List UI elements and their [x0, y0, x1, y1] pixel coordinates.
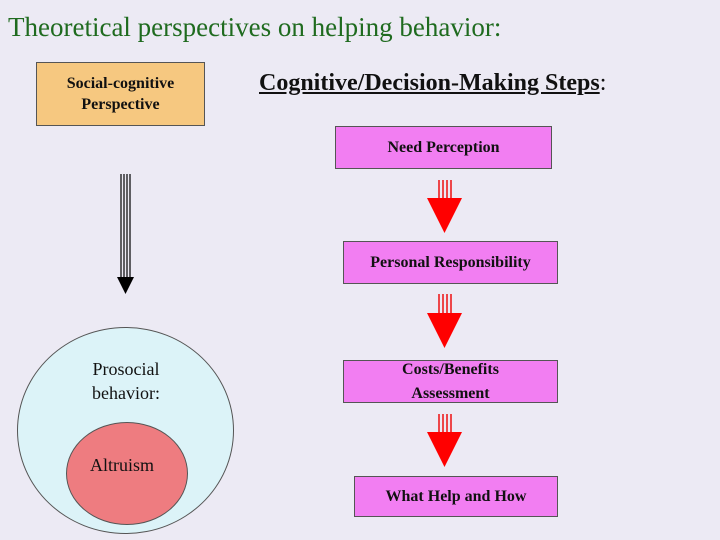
altruism-circle: [66, 422, 188, 525]
steps-heading: Cognitive/Decision-Making Steps:: [259, 70, 606, 97]
prosocial-behavior-label: Prosocial behavior:: [92, 359, 160, 403]
step-need-perception: Need Perception: [335, 126, 552, 169]
steps-heading-text: Cognitive/Decision-Making Steps: [259, 70, 600, 96]
slide-title: Theoretical perspectives on helping beha…: [8, 12, 502, 42]
red-arrow-3: [427, 414, 462, 467]
step-label: Personal Responsibility: [370, 253, 531, 271]
step-personal-responsibility: Personal Responsibility: [343, 241, 558, 284]
red-arrow-1: [427, 180, 462, 233]
altruism-label: Altruism: [90, 455, 155, 475]
step-label: Costs/Benefits Assessment: [402, 360, 499, 402]
black-down-arrow: [117, 174, 134, 294]
red-arrow-2: [427, 294, 462, 348]
step-what-help-and-how: What Help and How: [354, 476, 558, 517]
step-label: Need Perception: [387, 138, 500, 156]
social-cognitive-perspective-box: Social-cognitive Perspective: [36, 62, 205, 126]
step-label: What Help and How: [385, 487, 527, 505]
perspective-label: Social-cognitive Perspective: [66, 75, 175, 113]
steps-heading-colon: :: [599, 70, 607, 96]
step-costs-benefits-assessment: Costs/Benefits Assessment: [343, 360, 558, 403]
